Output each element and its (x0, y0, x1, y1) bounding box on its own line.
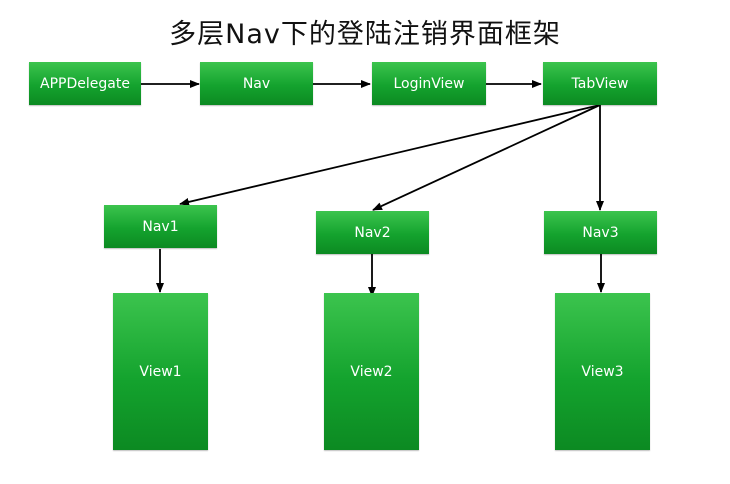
node-appdelegate: APPDelegate (29, 62, 141, 105)
node-view3: View3 (555, 293, 650, 450)
node-nav1: Nav1 (104, 205, 217, 248)
node-loginview: LoginView (372, 62, 486, 105)
node-tabview: TabView (543, 62, 657, 105)
node-nav3: Nav3 (544, 211, 657, 254)
arrow-tabview-to-nav2 (372, 104, 601, 211)
node-nav: Nav (200, 62, 313, 105)
diagram-title: 多层Nav下的登陆注销界面框架 (169, 19, 561, 50)
node-nav2: Nav2 (316, 211, 429, 254)
arrow-tabview-to-nav1 (179, 104, 601, 206)
node-view2: View2 (324, 293, 419, 450)
node-view1: View1 (113, 293, 208, 450)
